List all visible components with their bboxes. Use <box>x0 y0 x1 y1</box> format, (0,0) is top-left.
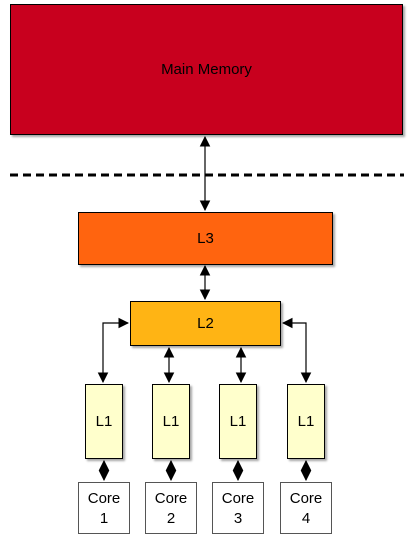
core-box-3: Core 3 <box>212 482 264 534</box>
l2-l1-4-arrow <box>281 317 312 384</box>
l2-l1-1-arrow <box>97 317 130 384</box>
l1-cache-box-2: L1 <box>152 384 190 459</box>
l1-cache-label: L1 <box>162 413 180 430</box>
core-box-2: Core 2 <box>145 482 197 534</box>
l1-cache-label: L1 <box>297 413 315 430</box>
core-label: Core 2 <box>154 490 188 527</box>
main-memory-label: Main Memory <box>161 61 252 78</box>
l1-cache-box-4: L1 <box>287 384 325 459</box>
core-label: Core 3 <box>221 490 255 527</box>
l2-cache-label: L2 <box>197 315 214 332</box>
main-memory-box: Main Memory <box>10 4 403 135</box>
l1-cache-box-1: L1 <box>85 384 123 459</box>
l2-cache-box: L2 <box>130 301 281 346</box>
core-box-4: Core 4 <box>280 482 332 534</box>
l3-cache-label: L3 <box>197 230 214 247</box>
core-label: Core 1 <box>87 490 121 527</box>
l3-cache-box: L3 <box>78 212 333 265</box>
l1-cache-label: L1 <box>95 413 113 430</box>
core-label: Core 4 <box>289 490 323 527</box>
l1-cache-label: L1 <box>229 413 247 430</box>
core-box-1: Core 1 <box>78 482 130 534</box>
l1-cache-box-3: L1 <box>219 384 257 459</box>
